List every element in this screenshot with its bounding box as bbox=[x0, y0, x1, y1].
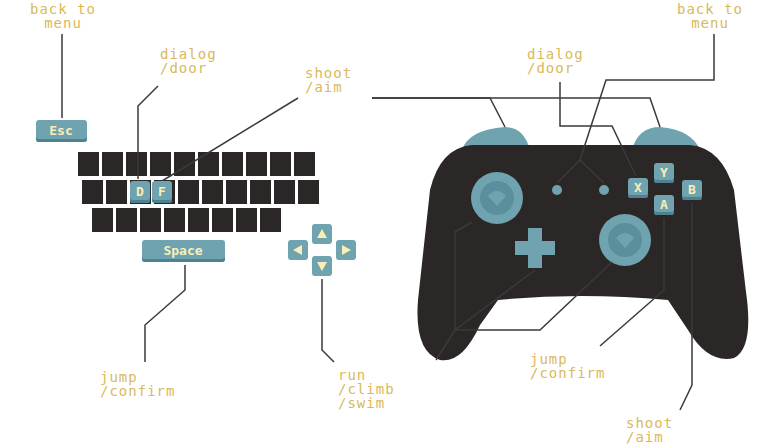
key-button: A bbox=[654, 195, 674, 215]
key-button: Y bbox=[654, 163, 674, 183]
key-button: F bbox=[152, 181, 172, 203]
key-label: D bbox=[136, 185, 144, 200]
control-label: dialog /door bbox=[160, 47, 232, 75]
key-label: X bbox=[634, 181, 642, 196]
key-button: Esc bbox=[36, 120, 87, 142]
key-button: X bbox=[628, 178, 648, 198]
control-label: shoot /aim bbox=[626, 416, 688, 444]
control-label: jump /confirm bbox=[100, 370, 190, 398]
key-label: Esc bbox=[49, 124, 72, 139]
key-label: A bbox=[660, 198, 668, 213]
key-button: Space bbox=[142, 240, 225, 262]
key-label: Y bbox=[660, 166, 668, 181]
key-label: Space bbox=[163, 244, 202, 259]
key-label: B bbox=[688, 183, 696, 198]
key-button: D bbox=[130, 181, 150, 203]
control-label: dialog /door bbox=[527, 47, 599, 75]
control-label: run /climb /swim bbox=[338, 368, 404, 410]
control-label: back to menu bbox=[656, 2, 764, 30]
control-label: jump /confirm bbox=[530, 352, 620, 380]
control-label: shoot /aim bbox=[305, 66, 367, 94]
control-label: back to menu bbox=[22, 2, 104, 30]
key-button: B bbox=[682, 180, 702, 200]
key-label: F bbox=[158, 185, 166, 200]
